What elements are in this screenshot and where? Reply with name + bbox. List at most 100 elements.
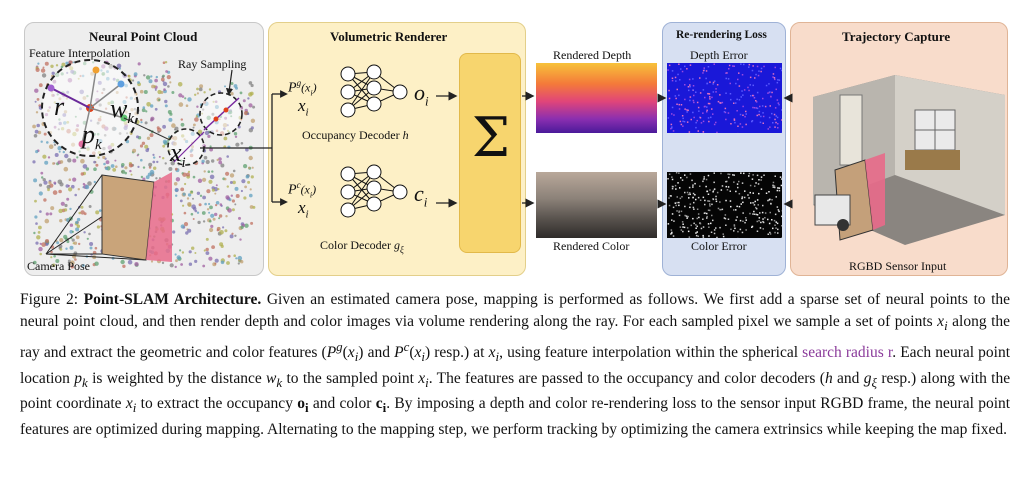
point-cloud-dot xyxy=(227,208,232,213)
point-cloud-dot xyxy=(248,166,251,169)
error-speckle xyxy=(686,191,689,194)
point-cloud-dot xyxy=(50,206,55,211)
error-speckle xyxy=(733,224,736,226)
point-cloud-dot xyxy=(82,182,86,186)
point-cloud-dot xyxy=(217,227,221,230)
error-speckle xyxy=(686,176,688,179)
camera-frustum xyxy=(45,172,172,262)
point-cloud-dot xyxy=(134,262,139,267)
point-cloud-dot xyxy=(192,197,194,200)
point-cloud-dot xyxy=(103,162,106,166)
error-speckle xyxy=(733,181,735,183)
error-speckle xyxy=(693,94,695,97)
error-speckle xyxy=(711,214,713,217)
error-speckle xyxy=(769,233,772,235)
point-cloud-dot xyxy=(96,225,100,229)
error-speckle xyxy=(774,78,776,81)
point-cloud-dot xyxy=(32,124,36,129)
error-speckle xyxy=(686,121,689,123)
point-cloud-dot xyxy=(178,102,184,107)
error-speckle xyxy=(744,115,746,118)
point-cloud-dot xyxy=(148,162,153,167)
point-cloud-dot xyxy=(240,189,243,193)
point-cloud-dot xyxy=(146,136,151,140)
error-speckle xyxy=(725,92,727,94)
point-cloud-dot xyxy=(75,235,80,240)
error-speckle xyxy=(755,73,757,76)
error-speckle xyxy=(689,85,691,88)
point-cloud-dot xyxy=(245,147,249,152)
point-cloud-dot xyxy=(217,188,220,191)
point-cloud-dot xyxy=(162,144,166,148)
point-cloud-dot xyxy=(156,160,159,164)
point-cloud-dot xyxy=(36,235,41,240)
error-speckle xyxy=(692,217,694,220)
point-cloud-dot xyxy=(121,169,126,174)
error-speckle xyxy=(686,68,688,70)
error-speckle xyxy=(699,185,701,187)
error-speckle xyxy=(681,221,684,223)
point-cloud-dot xyxy=(211,170,214,173)
error-speckle xyxy=(740,63,742,65)
error-speckle xyxy=(772,76,774,78)
error-speckle xyxy=(735,82,737,85)
error-speckle xyxy=(707,209,710,211)
error-speckle xyxy=(752,213,754,215)
error-speckle xyxy=(738,85,741,87)
error-speckle xyxy=(781,69,783,72)
error-speckle xyxy=(670,232,673,235)
error-speckle xyxy=(736,216,738,218)
error-speckle xyxy=(763,65,765,68)
point-cloud-dot xyxy=(234,203,237,206)
point-cloud-dot xyxy=(136,135,139,139)
point-cloud-dot xyxy=(68,187,73,192)
error-speckle xyxy=(677,182,679,184)
error-speckle xyxy=(675,97,677,100)
point-cloud-dot xyxy=(93,180,97,184)
error-speckle xyxy=(687,86,690,88)
error-speckle xyxy=(752,65,754,67)
error-speckle xyxy=(674,202,677,204)
color-decoder-network-icon xyxy=(340,164,408,218)
error-speckle xyxy=(762,112,764,114)
error-speckle xyxy=(767,128,769,130)
error-speckle xyxy=(679,226,682,228)
error-speckle xyxy=(700,122,703,124)
point-cloud-dot xyxy=(137,165,140,168)
error-speckle xyxy=(720,172,722,175)
error-speckle xyxy=(745,123,747,126)
error-speckle xyxy=(735,209,737,211)
error-speckle xyxy=(743,63,745,66)
error-speckle xyxy=(708,102,711,105)
point-cloud-dot xyxy=(60,201,65,206)
error-speckle xyxy=(680,177,682,179)
summation-box xyxy=(459,53,521,253)
error-speckle xyxy=(715,121,717,124)
point-cloud-dot xyxy=(208,211,211,214)
error-speckle xyxy=(729,93,732,95)
point-cloud-dot xyxy=(78,211,81,215)
search-radius-link[interactable]: search radius r xyxy=(802,344,893,362)
point-cloud-dot xyxy=(186,197,190,200)
error-speckle xyxy=(703,176,705,178)
error-speckle xyxy=(702,112,704,114)
error-speckle xyxy=(702,131,705,133)
error-speckle xyxy=(774,224,776,226)
point-cloud-dot xyxy=(76,224,81,228)
point-cloud-dot xyxy=(180,122,185,127)
error-speckle xyxy=(696,119,698,122)
error-speckle xyxy=(756,174,759,177)
error-speckle xyxy=(682,230,684,233)
error-speckle xyxy=(699,199,702,201)
error-speckle xyxy=(749,76,752,79)
error-speckle xyxy=(706,106,708,108)
error-speckle xyxy=(716,84,719,86)
error-speckle xyxy=(702,89,705,91)
error-speckle xyxy=(724,111,727,114)
error-speckle xyxy=(761,211,764,214)
point-cloud-dot xyxy=(211,188,215,192)
error-speckle xyxy=(719,208,721,211)
point-cloud-dot xyxy=(166,75,171,80)
error-speckle xyxy=(772,184,774,187)
error-speckle xyxy=(769,91,771,93)
